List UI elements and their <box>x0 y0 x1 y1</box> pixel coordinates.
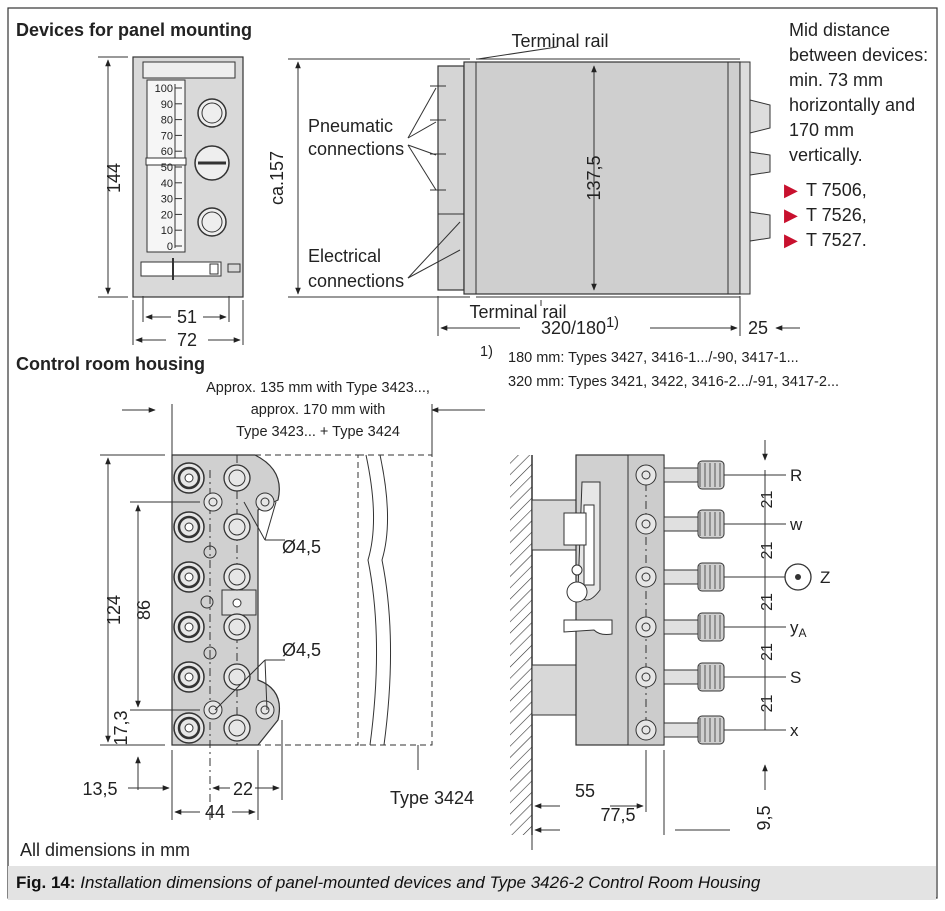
port-label-x: x <box>790 721 799 740</box>
scale-label: 20 <box>161 209 173 221</box>
scale-label: 80 <box>161 115 173 127</box>
port-label-S: S <box>790 668 801 687</box>
dim-55: 55 <box>575 781 595 801</box>
control-room-title: Control room housing <box>16 354 205 374</box>
svg-text:between devices:: between devices: <box>789 45 928 65</box>
dim-72: 72 <box>177 330 197 350</box>
port-spacing-label: 21 <box>759 695 776 713</box>
electrical-label-2: connections <box>308 271 404 291</box>
svg-text:170 mm: 170 mm <box>789 120 854 140</box>
scale-label: 50 <box>161 162 173 174</box>
port-spacing-label: 21 <box>759 643 776 661</box>
notes-block: Mid distance between devices: min. 73 mm… <box>784 20 928 250</box>
mounting-hole <box>203 700 223 720</box>
units-note: All dimensions in mm <box>20 840 190 860</box>
figure-caption: Fig. 14: Installation dimensions of pane… <box>8 866 936 900</box>
mounting-hole <box>255 492 275 512</box>
ref-marker: ▶ <box>784 205 798 225</box>
scale-label: 10 <box>161 225 173 237</box>
control-room-dimensions <box>100 454 419 820</box>
mounting-hole <box>255 700 275 720</box>
svg-text:vertically.: vertically. <box>789 145 863 165</box>
svg-text:min. 73 mm: min. 73 mm <box>789 70 883 90</box>
dim-144: 144 <box>104 163 124 193</box>
svg-text:horizontally and: horizontally and <box>789 95 915 115</box>
hole-label-2: Ø4,5 <box>282 640 321 660</box>
terminal-rail-top: Terminal rail <box>511 31 608 51</box>
scale-label: 70 <box>161 130 173 142</box>
approx-line-1: Approx. 135 mm with Type 3423..., <box>206 380 430 396</box>
panel-dimensions <box>98 56 244 345</box>
footnote-marker: 1) <box>480 344 493 360</box>
svg-text:Mid distance: Mid distance <box>789 20 890 40</box>
ref-link-t7527[interactable]: T 7527. <box>806 230 867 250</box>
ref-link-t7526[interactable]: T 7526, <box>806 205 867 225</box>
scale-label: 30 <box>161 194 173 206</box>
port-label-R: R <box>790 466 802 485</box>
dim-9-5: 9,5 <box>754 805 774 830</box>
cr-side-dimensions <box>531 440 768 850</box>
dim-51: 51 <box>177 307 197 327</box>
dim-22: 22 <box>233 779 253 799</box>
side-port <box>635 464 657 486</box>
pneumatic-label-1: Pneumatic <box>308 116 393 136</box>
ref-marker: ▶ <box>784 230 798 250</box>
scale-label: 100 <box>155 83 173 95</box>
footnote-line-2: 320 mm: Types 3421, 3422, 3416-2.../-91,… <box>508 374 839 390</box>
side-port <box>635 719 657 741</box>
side-port <box>635 513 657 535</box>
type-3424-label: Type 3424 <box>390 788 474 808</box>
port-label-yA: yA <box>790 618 807 640</box>
port-label-w: w <box>789 515 803 534</box>
footnote-line-1: 180 mm: Types 3427, 3416-1.../-90, 3417-… <box>508 350 799 366</box>
dim-13-5: 13,5 <box>82 779 117 799</box>
caption-text: Installation dimensions of panel-mounted… <box>80 873 761 892</box>
dim-124: 124 <box>104 595 124 625</box>
port-spacing-label: 21 <box>759 593 776 611</box>
scale-label: 0 <box>167 241 173 253</box>
port-spacing-label: 21 <box>759 542 776 560</box>
scale-label: 40 <box>161 178 173 190</box>
dim-ca157: ca.157 <box>267 151 287 205</box>
dim-17-3: 17,3 <box>111 710 131 745</box>
panel-title: Devices for panel mounting <box>16 20 252 40</box>
ref-link-t7506[interactable]: T 7506, <box>806 180 867 200</box>
side-port <box>635 666 657 688</box>
electrical-label-1: Electrical <box>308 246 381 266</box>
caption-label: Fig. 14: <box>16 873 76 892</box>
port-label-Z: Z <box>820 568 830 587</box>
control-room-front <box>122 404 485 820</box>
approx-line-2: approx. 170 mm with <box>251 402 386 418</box>
pneumatic-label-2: connections <box>308 139 404 159</box>
dim-320-180: 320/1801) <box>541 315 619 338</box>
port-spacing-label: 21 <box>759 491 776 509</box>
scale-label: 90 <box>161 99 173 111</box>
terminal-rail-bottom: Terminal rail <box>469 302 566 322</box>
side-view <box>430 58 771 298</box>
dim-77-5: 77,5 <box>600 805 635 825</box>
side-port <box>635 616 657 638</box>
scale-label: 60 <box>161 146 173 158</box>
side-dimensions <box>288 46 800 336</box>
approx-line-3: Type 3423... + Type 3424 <box>236 424 400 440</box>
hole-label-1: Ø4,5 <box>282 537 321 557</box>
side-port <box>635 566 657 588</box>
dim-25: 25 <box>748 318 768 338</box>
ref-marker: ▶ <box>784 180 798 200</box>
dim-137-5: 137,5 <box>584 155 604 200</box>
mounting-hole <box>203 492 223 512</box>
dim-44: 44 <box>205 802 225 822</box>
dim-86: 86 <box>134 600 154 620</box>
